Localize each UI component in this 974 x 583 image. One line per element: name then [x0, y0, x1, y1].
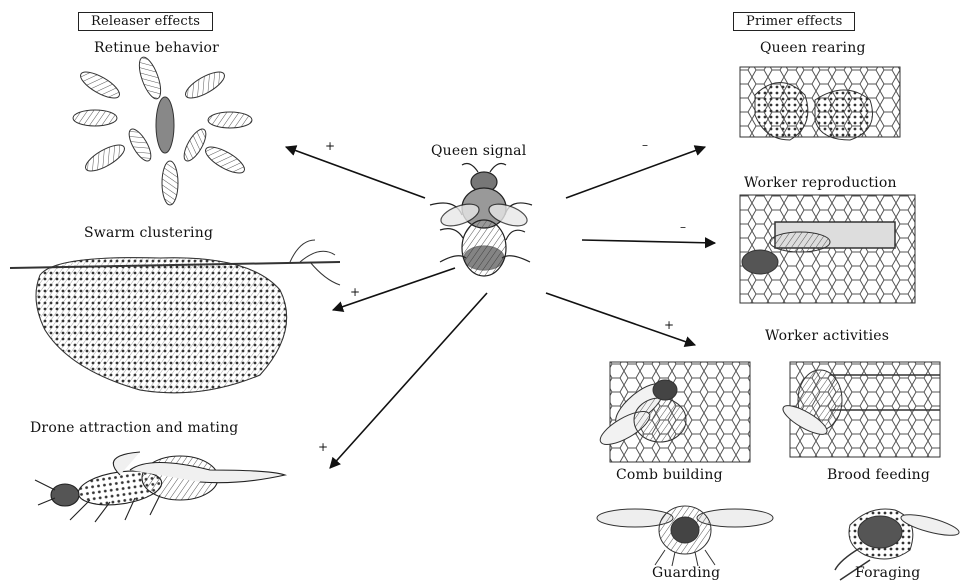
swarm-illustration	[10, 240, 340, 393]
arrow-worker-reproduction	[582, 240, 715, 243]
worker-reproduction-illustration	[740, 195, 915, 303]
drone-sign: +	[318, 440, 328, 454]
swarm-sign: +	[350, 285, 360, 299]
foraging-label: Foraging	[855, 565, 920, 581]
comb-building-label: Comb building	[616, 467, 723, 483]
queen-rearing-illustration	[740, 67, 900, 140]
worker-activities-sign: +	[664, 318, 674, 332]
drone-mating-illustration	[35, 452, 285, 522]
queen-rearing-label: Queen rearing	[760, 40, 866, 56]
queen-rearing-sign: –	[642, 138, 648, 152]
brood-feeding-label: Brood feeding	[827, 467, 930, 483]
retinue-sign: +	[325, 139, 335, 153]
queen-bee-illustration	[430, 164, 532, 276]
comb-building-illustration	[596, 362, 750, 462]
worker-reproduction-sign: –	[680, 220, 686, 234]
arrow-retinue	[286, 147, 425, 198]
arrow-drone	[330, 293, 487, 468]
worker-reproduction-label: Worker reproduction	[744, 175, 897, 191]
worker-activities-label: Worker activities	[765, 328, 889, 344]
queen-signal-label: Queen signal	[431, 143, 526, 159]
primer-effects-heading: Primer effects	[733, 12, 855, 31]
retinue-behavior-label: Retinue behavior	[94, 40, 219, 56]
retinue-illustration	[73, 55, 252, 205]
arrow-queen-rearing	[566, 147, 705, 198]
brood-feeding-illustration	[779, 362, 940, 457]
releaser-effects-heading: Releaser effects	[78, 12, 213, 31]
swarm-clustering-label: Swarm clustering	[84, 225, 213, 241]
drone-attraction-label: Drone attraction and mating	[30, 420, 238, 436]
guarding-illustration	[597, 506, 773, 566]
guarding-label: Guarding	[652, 565, 720, 581]
